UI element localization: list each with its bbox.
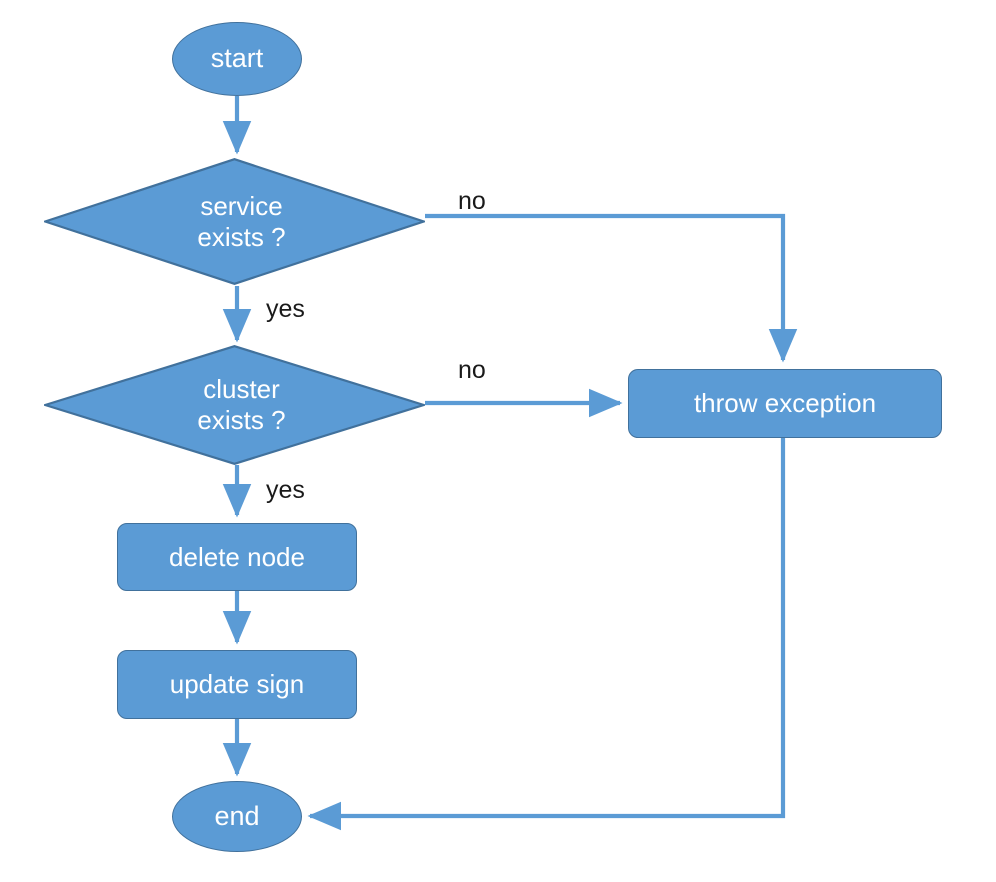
node-delete-node[interactable]: delete node (117, 523, 357, 591)
edge-label-service-exists-no: no (458, 187, 486, 215)
node-delete-node-label: delete node (169, 541, 305, 572)
edge-label-service-exists-yes: yes (266, 295, 305, 323)
connector-throw-exception-to-end (307, 438, 786, 831)
node-update-sign-label: update sign (169, 669, 305, 700)
edge-label-cluster-exists-no: no (458, 356, 486, 384)
connector-service-exists-no-to-throw-exception (425, 213, 798, 363)
node-throw-exception[interactable]: throw exception (628, 369, 942, 438)
node-start[interactable]: start (172, 22, 302, 96)
node-end-label: end (214, 800, 260, 831)
node-start-label: start (210, 43, 264, 74)
diamond-shape-icon (44, 158, 425, 285)
node-end[interactable]: end (172, 781, 302, 852)
diamond-shape-icon (44, 345, 425, 465)
edge-label-cluster-exists-yes: yes (266, 476, 305, 504)
node-throw-exception-label: throw exception (693, 388, 877, 419)
node-update-sign[interactable]: update sign (117, 650, 357, 719)
node-service-exists[interactable]: service exists ? (44, 158, 425, 285)
node-cluster-exists[interactable]: cluster exists ? (44, 345, 425, 465)
